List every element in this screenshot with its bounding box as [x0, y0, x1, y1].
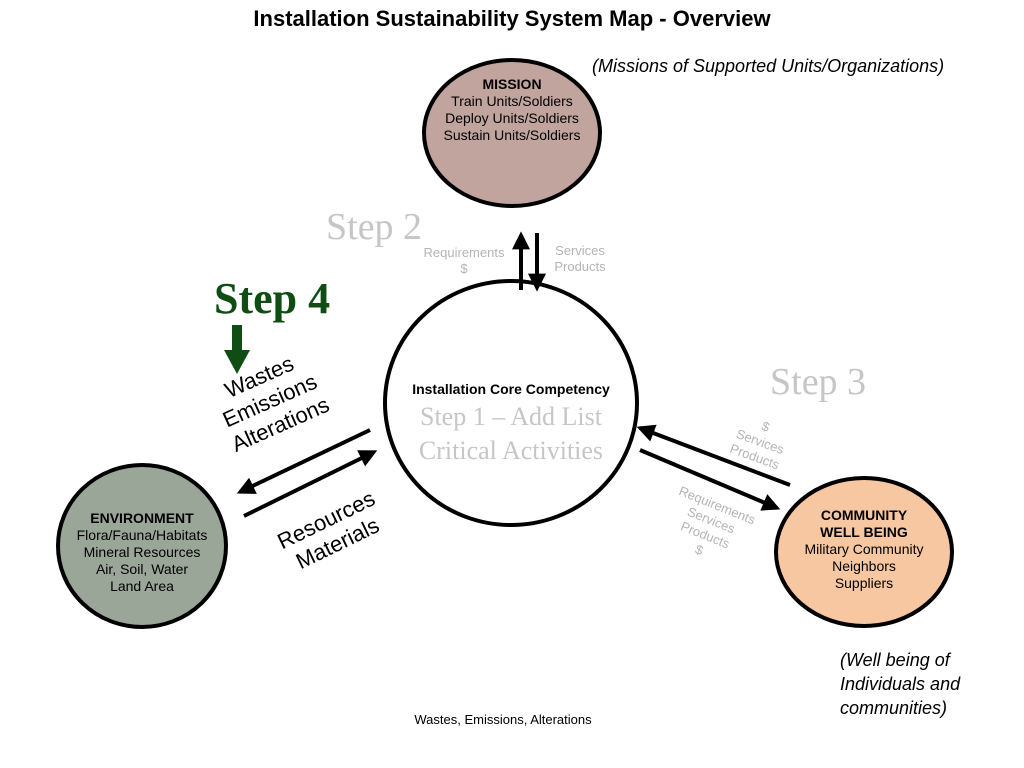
step3-label: Step 3 — [770, 361, 867, 403]
core-competency-node — [383, 279, 639, 527]
mission-line: Train Units/Soldiers — [451, 93, 573, 109]
community-note-line: communities) — [840, 698, 948, 718]
flow-label-line: $ — [460, 261, 468, 276]
mission-node — [422, 58, 602, 208]
environment-line: Mineral Resources — [83, 544, 201, 560]
community-line: Military Community — [804, 541, 924, 557]
flow-label-line: Services — [555, 243, 605, 258]
community-node — [774, 476, 954, 628]
mission-note: (Missions of Supported Units/Organizatio… — [592, 56, 945, 76]
community-to-core-arrow — [636, 424, 791, 487]
community-line: Neighbors — [832, 558, 896, 574]
community-note: (Well being of Individuals and communiti… — [840, 648, 960, 720]
flow-label-line: Requirements — [423, 245, 505, 260]
environment-node-text: ENVIRONMENT Flora/Fauna/Habitats Mineral… — [58, 510, 226, 595]
community-heading: COMMUNITY — [820, 507, 908, 523]
environment-line: Land Area — [110, 578, 174, 594]
step1-placeholder: Step 1 – Add List Critical Activities — [385, 400, 637, 468]
flow-label-line: Products — [554, 259, 606, 274]
community-note-line: Individuals and — [840, 674, 961, 694]
step4-label: Step 4 — [214, 274, 331, 323]
footer-text: Wastes, Emissions, Alterations — [414, 712, 592, 727]
community-note-line: (Well being of — [840, 650, 950, 670]
mission-node-text: MISSION Train Units/Soldiers Deploy Unit… — [424, 76, 600, 144]
core-heading: Installation Core Competency — [412, 381, 610, 397]
mission-line: Deploy Units/Soldiers — [445, 110, 579, 126]
page-title: Installation Sustainability System Map -… — [253, 6, 771, 31]
step1-line: Critical Activities — [418, 436, 604, 465]
mission-line: Sustain Units/Soldiers — [443, 127, 581, 143]
services-flow-label: Services Products — [544, 243, 616, 275]
community-line: Suppliers — [834, 575, 894, 591]
environment-line: Flora/Fauna/Habitats — [76, 527, 208, 543]
mission-heading: MISSION — [482, 76, 542, 92]
environment-to-core-arrow — [243, 450, 378, 518]
step4-down-arrow-icon — [224, 325, 250, 374]
environment-heading: ENVIRONMENT — [90, 510, 194, 526]
community-node-text: COMMUNITY WELL BEING Military Community … — [776, 507, 952, 592]
step1-line: Step 1 – Add List — [419, 402, 602, 431]
environment-line: Air, Soil, Water — [95, 561, 189, 577]
core-to-community-arrow — [639, 448, 781, 511]
core-to-environment-arrow — [236, 428, 371, 494]
community-heading: WELL BEING — [820, 524, 908, 540]
environment-node — [56, 463, 228, 629]
core-node-text: Installation Core Competency — [385, 381, 637, 398]
requirements-flow-label: Requirements $ — [416, 245, 512, 277]
step2-label: Step 2 — [326, 206, 423, 248]
